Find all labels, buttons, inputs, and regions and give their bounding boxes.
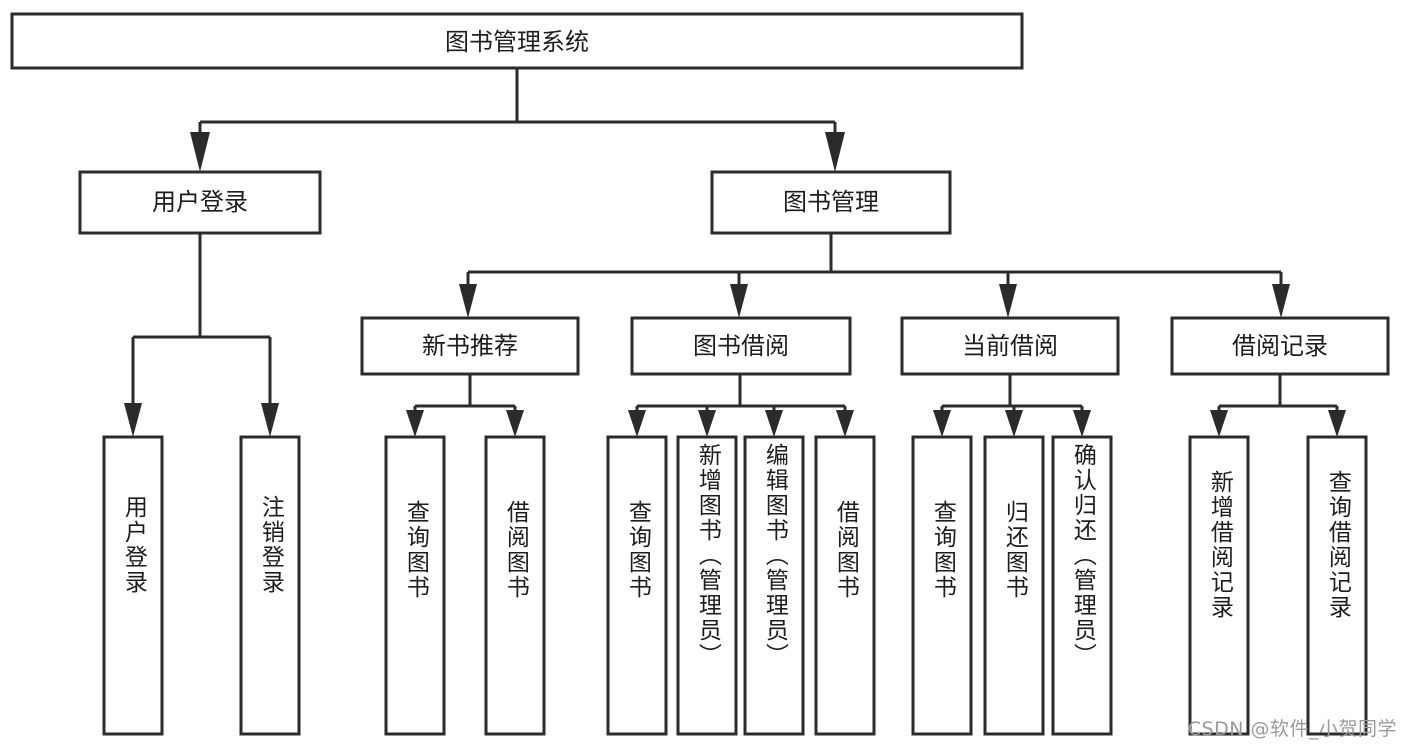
node-root[interactable]: 图书管理系统 <box>10 12 1024 70</box>
node-leaf-add-book-admin-rect[interactable] <box>676 435 738 736</box>
arrowhead-user-login <box>190 132 210 172</box>
node-root-label: 图书管理系统 <box>445 28 589 56</box>
arrowhead-leaf-query-book-recommend <box>406 410 424 437</box>
connector-group-root <box>190 68 845 172</box>
connector-group-new-book-recommend <box>406 374 524 437</box>
node-user-login-label: 用户登录 <box>152 188 248 216</box>
arrowhead-leaf-user-login <box>124 403 142 437</box>
arrowhead-leaf-edit-book-admin <box>765 410 783 437</box>
arrowhead-leaf-query-book-current <box>933 410 951 437</box>
node-leaf-query-book-current-rect[interactable] <box>911 435 973 736</box>
node-book-borrow-label: 图书借阅 <box>693 332 789 360</box>
arrowhead-current-borrow <box>999 284 1017 318</box>
arrowhead-leaf-return-book <box>1005 410 1023 437</box>
arrowhead-leaf-logout-login <box>261 403 279 437</box>
node-leaf-user-login-rect[interactable] <box>102 435 164 736</box>
node-book-management[interactable]: 图书管理 <box>710 170 952 235</box>
arrowhead-leaf-confirm-return-admin <box>1073 410 1091 437</box>
arrowhead-leaf-borrow-book <box>836 410 854 437</box>
node-book-management-rect[interactable] <box>710 170 952 235</box>
node-user-login[interactable]: 用户登录 <box>78 170 322 235</box>
node-current-borrow[interactable]: 当前借阅 <box>900 316 1120 376</box>
node-borrow-record-label: 借阅记录 <box>1232 332 1328 360</box>
node-book-borrow[interactable]: 图书借阅 <box>630 316 852 376</box>
connector-group-borrow-record <box>1210 374 1346 437</box>
arrowhead-book-borrow <box>730 284 748 318</box>
node-current-borrow-label: 当前借阅 <box>962 332 1058 360</box>
connector-group-book-management <box>459 233 1290 318</box>
leaf-boxes <box>102 435 1368 736</box>
node-root-rect[interactable] <box>10 12 1024 70</box>
node-leaf-borrow-book-rect[interactable] <box>814 435 876 736</box>
node-leaf-add-borrow-record-rect[interactable] <box>1188 435 1250 736</box>
connector-group-user-login <box>124 233 279 437</box>
arrowhead-new-book-recommend <box>459 284 477 318</box>
arrowhead-book-management <box>825 132 845 172</box>
node-leaf-query-book-borrow-rect[interactable] <box>606 435 668 736</box>
arrowhead-borrow-record <box>1272 284 1290 318</box>
node-new-book-recommend-label: 新书推荐 <box>422 332 518 360</box>
node-borrow-record[interactable]: 借阅记录 <box>1170 316 1390 376</box>
arrowhead-leaf-query-book-borrow <box>628 410 646 437</box>
node-leaf-return-book-rect[interactable] <box>983 435 1045 736</box>
node-book-management-label: 图书管理 <box>783 188 879 216</box>
node-leaf-confirm-return-admin-rect[interactable] <box>1051 435 1113 736</box>
node-borrow-record-rect[interactable] <box>1170 316 1390 376</box>
node-leaf-query-borrow-record-rect[interactable] <box>1306 435 1368 736</box>
arrowhead-leaf-query-borrow-record <box>1328 410 1346 437</box>
arrowhead-leaf-add-borrow-record <box>1210 410 1228 437</box>
arrowhead-leaf-borrow-book-recommend <box>506 410 524 437</box>
connector-group-book-borrow <box>628 374 854 437</box>
node-user-login-rect[interactable] <box>78 170 322 235</box>
node-leaf-borrow-book-recommend-rect[interactable] <box>484 435 546 736</box>
node-current-borrow-rect[interactable] <box>900 316 1120 376</box>
connector-group-current-borrow <box>933 374 1091 437</box>
arrowhead-leaf-add-book-admin <box>698 410 716 437</box>
csdn-watermark: CSDN @软件_小贺同学 <box>1187 718 1397 740</box>
node-new-book-recommend-rect[interactable] <box>360 316 580 376</box>
node-leaf-query-book-recommend-rect[interactable] <box>384 435 446 736</box>
node-leaf-edit-book-admin-rect[interactable] <box>743 435 805 736</box>
node-leaf-logout-login-rect[interactable] <box>239 435 301 736</box>
node-book-borrow-rect[interactable] <box>630 316 852 376</box>
node-new-book-recommend[interactable]: 新书推荐 <box>360 316 580 376</box>
